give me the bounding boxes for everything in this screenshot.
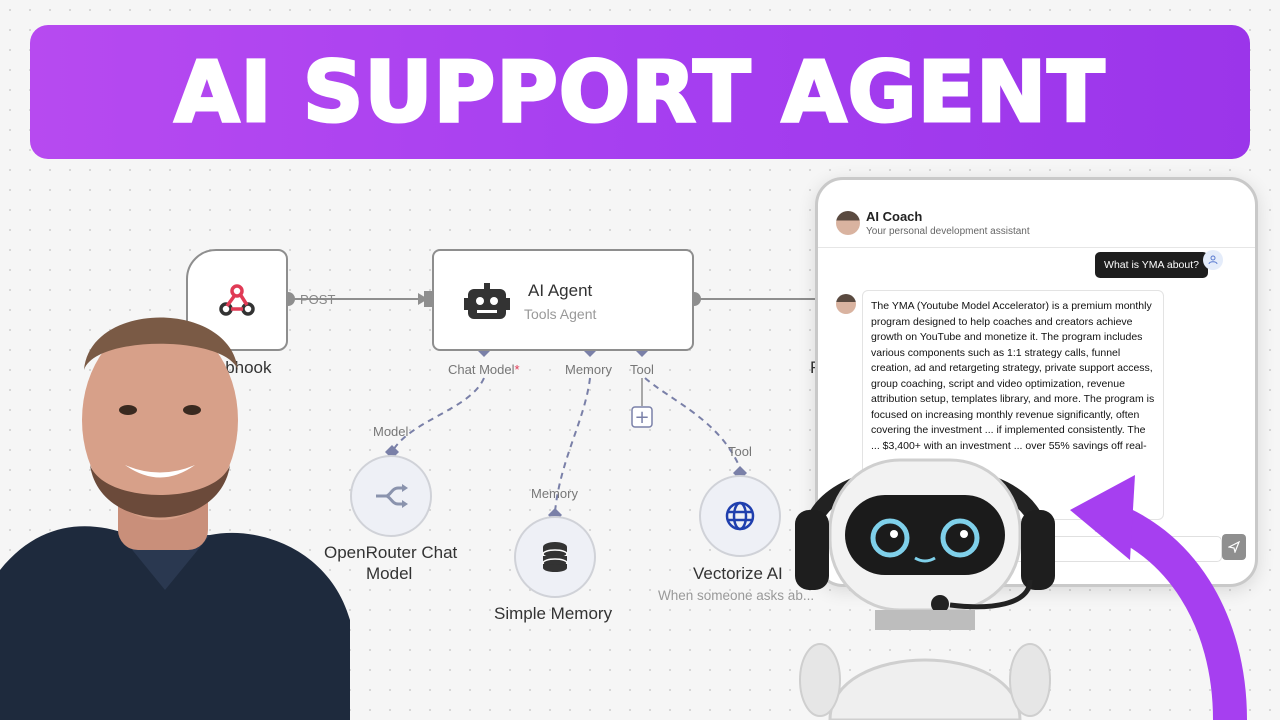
send-button[interactable]: [1222, 534, 1246, 560]
memory-subnode-port-label: Memory: [531, 486, 578, 501]
chat-subtitle: Your personal development assistant: [866, 226, 1030, 237]
send-icon: [1228, 541, 1240, 553]
openrouter-icon: [376, 484, 408, 508]
coach-avatar: [836, 211, 860, 235]
simple-memory-label: Simple Memory: [494, 604, 613, 623]
vectorize-ai-label: Vectorize AI: [693, 564, 783, 583]
banner-title: AI SUPPORT AGENT: [173, 42, 1106, 143]
webhook-node[interactable]: [186, 249, 288, 351]
simple-memory-node[interactable]: [514, 516, 596, 598]
agent-title: AI Agent: [528, 281, 593, 300]
openrouter-label-line2: Model: [366, 564, 413, 583]
bot-message: The YMA (Youtube Model Accelerator) is a…: [862, 290, 1164, 520]
ai-agent-node[interactable]: AI Agent Tools Agent: [432, 249, 694, 351]
webhook-icon: [219, 284, 255, 316]
vectorize-ai-sublabel: When someone asks ab...: [658, 588, 815, 603]
post-connector-label: POST: [300, 292, 336, 307]
vectorize-ai-node[interactable]: [699, 475, 781, 557]
pointer-arrow: [1070, 475, 1247, 720]
globe-icon: [725, 501, 755, 531]
user-message: What is YMA about?: [1095, 252, 1208, 278]
chat-model-port-label: Chat Model*: [448, 362, 520, 377]
openrouter-node[interactable]: [350, 455, 432, 537]
chat-header: AI Coach Your personal development assis…: [818, 180, 1255, 248]
openrouter-label-line1: OpenRouter Chat: [324, 543, 458, 562]
user-icon: [1203, 250, 1223, 270]
tool-subnode-port-label: Tool: [728, 444, 752, 459]
database-icon: [542, 542, 568, 572]
svg-text:+: +: [634, 407, 649, 428]
robot-mascot: [795, 458, 1055, 720]
robot-icon: [464, 283, 510, 319]
tool-port-label: Tool: [630, 362, 654, 377]
model-port-label: Model: [373, 424, 409, 439]
chat-name: AI Coach: [866, 209, 923, 224]
agent-subtitle: Tools Agent: [524, 306, 597, 322]
title-banner: AI SUPPORT AGENT: [30, 25, 1250, 159]
presenter-photo: [0, 317, 350, 720]
bot-avatar: [836, 294, 856, 314]
memory-port-label: Memory: [565, 362, 612, 377]
